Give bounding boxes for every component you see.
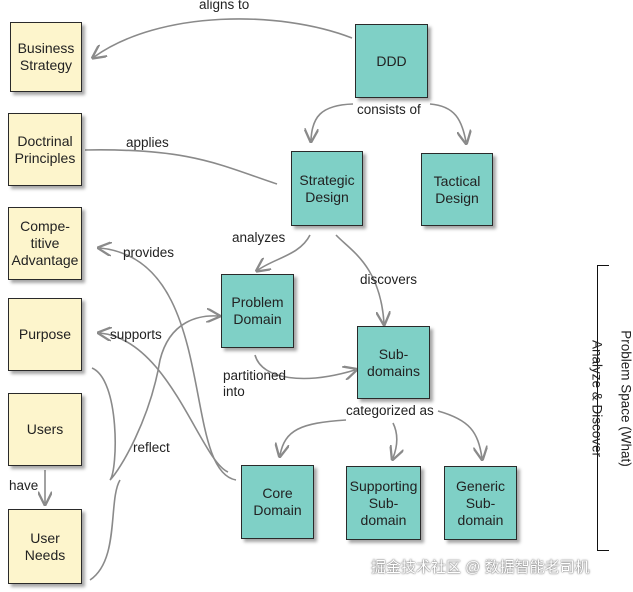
edge-core-supports-purpose	[100, 333, 229, 473]
label-supports: supports	[110, 327, 162, 342]
generic-subdomain-box: Generic Sub- domain	[444, 466, 517, 540]
user-needs-box: User Needs	[8, 509, 82, 584]
generic-subdomain-label: Generic Sub- domain	[455, 477, 506, 528]
tactical-design-box: Tactical Design	[421, 153, 493, 226]
core-domain-label: Core Domain	[253, 485, 302, 518]
doctrinal-principles-label: Doctrinal Principles	[14, 132, 76, 166]
edge-ddd-aligns-business	[94, 18, 353, 57]
edge-subdomains-supporting	[393, 422, 397, 458]
label-consists-of: consists of	[357, 102, 421, 117]
label-applies: applies	[126, 135, 169, 150]
strategic-design-box: Strategic Design	[291, 151, 363, 226]
label-discovers: discovers	[360, 272, 418, 287]
label-aligns-to: aligns to	[199, 0, 250, 12]
subdomains-box: Sub- domains	[357, 326, 430, 399]
label-categorized-as: categorized as	[346, 403, 434, 418]
analyze-discover-label: Analyze & Discover	[589, 339, 605, 458]
users-label: Users	[26, 421, 64, 437]
competitive-advantage-label: Compe- titive Advantage	[11, 218, 79, 268]
label-have: have	[9, 478, 39, 493]
problem-space-label: Problem Space (What)	[618, 330, 633, 467]
purpose-box: Purpose	[8, 298, 82, 371]
edge-problem-partitioned-subdomains	[254, 354, 355, 378]
problem-domain-box: Problem Domain	[221, 274, 294, 348]
ddd-box: DDD	[355, 24, 428, 98]
supporting-subdomain-label: Supporting Sub- domain	[349, 477, 418, 528]
strategic-design-label: Strategic Design	[299, 171, 355, 205]
edge-users-bracket	[89, 479, 121, 581]
label-analyzes: analyzes	[232, 230, 286, 245]
core-domain-box: Core Domain	[241, 465, 314, 539]
edge-ddd-tactical	[429, 103, 466, 142]
edge-strategic-discovers-subdomains	[335, 234, 384, 323]
tactical-design-label: Tactical Design	[433, 172, 481, 206]
edge-strategic-analyzes-problem	[258, 234, 311, 270]
business-strategy-box: Business Strategy	[10, 22, 82, 92]
label-partitioned-into: partitioned into	[223, 368, 287, 399]
label-reflect: reflect	[133, 440, 170, 455]
doctrinal-principles-box: Doctrinal Principles	[8, 113, 82, 186]
supporting-subdomain-box: Supporting Sub- domain	[346, 466, 421, 540]
problem-space-bracket	[597, 265, 609, 551]
purpose-label: Purpose	[18, 326, 72, 342]
problem-domain-label: Problem Domain	[231, 294, 284, 327]
edge-strategic-applies-doctrinal	[84, 149, 278, 185]
label-provides: provides	[123, 245, 175, 260]
edge-users-reflect-problem	[91, 316, 218, 481]
watermark: 掘金技术社区 @ 数据智能老司机	[371, 559, 590, 576]
edge-ddd-strategic	[311, 103, 354, 140]
edge-core-provides-advantage	[100, 248, 237, 481]
edge-subdomains-core	[280, 419, 347, 455]
user-needs-label: User Needs	[24, 529, 66, 563]
business-strategy-label: Business Strategy	[17, 40, 75, 73]
competitive-advantage-box: Compe- titive Advantage	[8, 207, 82, 280]
users-box: Users	[8, 393, 82, 466]
subdomains-label: Sub- domains	[367, 345, 420, 379]
edge-subdomains-generic	[437, 410, 482, 458]
ddd-label: DDD	[376, 52, 407, 69]
